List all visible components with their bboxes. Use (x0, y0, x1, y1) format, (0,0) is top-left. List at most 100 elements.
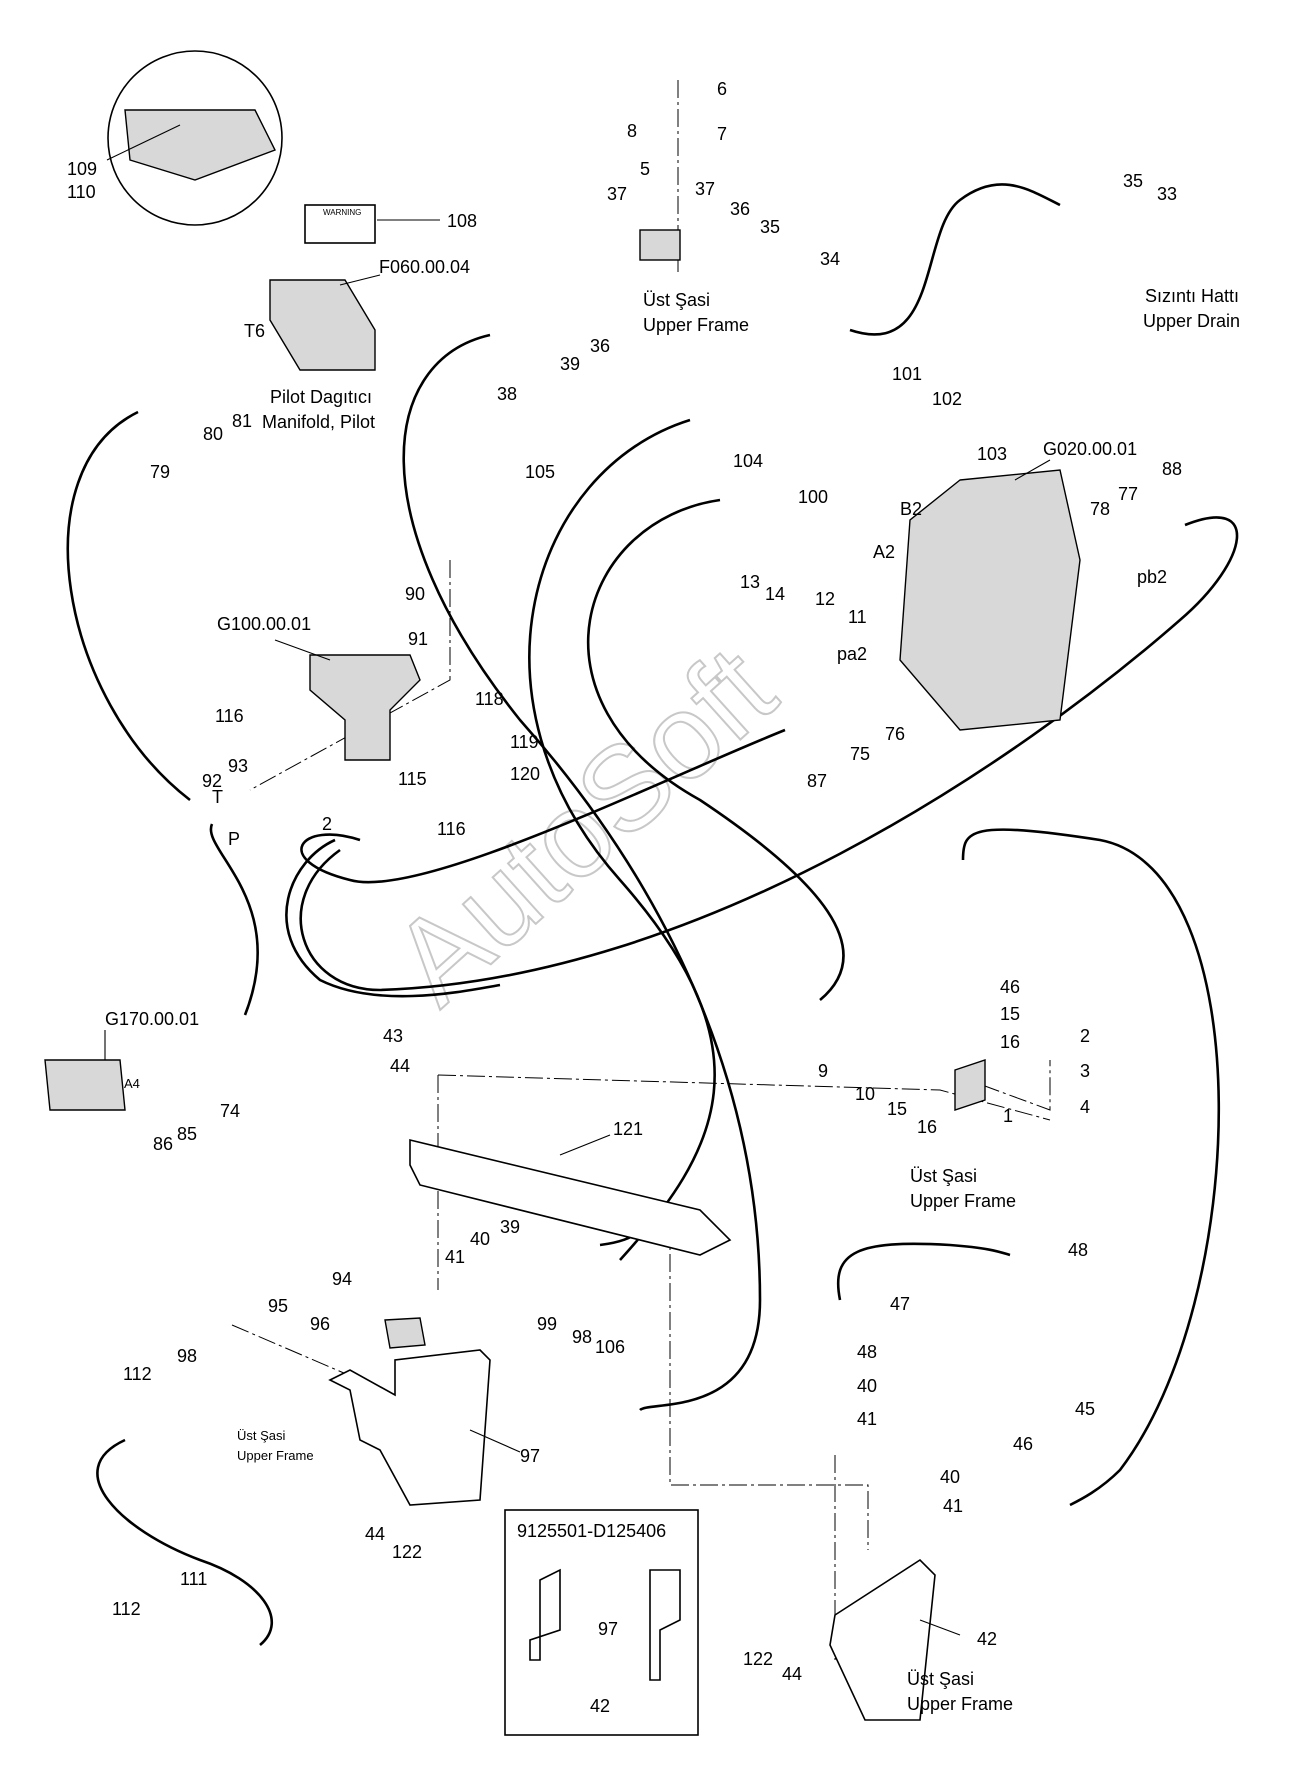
callout-44: 44 (390, 1056, 410, 1076)
callout-37: 37 (607, 184, 627, 204)
hose-2 (285, 838, 501, 998)
callout-103: 103 (977, 444, 1007, 464)
port-pa2: pa2 (837, 644, 867, 664)
callout-97: 97 (520, 1446, 540, 1466)
callout-3: 3 (1080, 1061, 1090, 1081)
bracket-42 (829, 1558, 936, 1721)
variant-bracket-97 (529, 1568, 561, 1661)
callout-91: 91 (408, 629, 428, 649)
callout-110: 110 (67, 182, 96, 202)
callout-108: 108 (447, 211, 477, 231)
callout-80: 80 (203, 424, 223, 444)
callout-36: 36 (730, 199, 750, 219)
cab-console-icon (124, 109, 276, 181)
port-a4: A4 (124, 1076, 140, 1091)
control-valve-code: G020.00.01 (1043, 439, 1137, 459)
callout-13: 13 (740, 572, 760, 592)
callout-10: 10 (855, 1084, 875, 1104)
callout-39: 39 (560, 354, 580, 374)
callout-122b: 122 (743, 1649, 773, 1669)
callout-40c: 40 (940, 1467, 960, 1487)
port-t6: T6 (244, 321, 265, 341)
callout-2: 2 (322, 814, 332, 834)
callout-42: 42 (977, 1629, 997, 1649)
callout-115: 115 (398, 769, 427, 789)
callout-46: 46 (1000, 977, 1020, 997)
callout-37b: 37 (695, 179, 715, 199)
solenoid-block (44, 1059, 126, 1111)
callout-116: 116 (215, 706, 244, 726)
callout-86: 86 (153, 1134, 173, 1154)
callout-79: 79 (150, 462, 170, 482)
block-1 (954, 1059, 986, 1111)
upper-frame-tr-bottom: Üst Şasi (907, 1669, 974, 1689)
drain-en: Upper Drain (1143, 311, 1240, 331)
parts: WARNING (44, 50, 1081, 1736)
pedal-assembly (309, 654, 421, 761)
callout-34: 34 (820, 249, 840, 269)
callout-100: 100 (798, 487, 828, 507)
callout-109: 109 (67, 159, 97, 179)
leader-g100 (274, 639, 331, 661)
callout-47: 47 (890, 1294, 910, 1314)
leader-109 (106, 124, 181, 161)
callout-12: 12 (815, 589, 835, 609)
center-line-1 (954, 1060, 1051, 1111)
callout-94: 94 (332, 1269, 352, 1289)
callout-74: 74 (220, 1101, 240, 1121)
solenoid-code: G170.00.01 (105, 1009, 199, 1029)
callout-102: 102 (932, 389, 962, 409)
callout-119: 119 (510, 732, 539, 752)
callout-106: 106 (595, 1337, 625, 1357)
callout-48: 48 (1068, 1240, 1088, 1260)
callout-122: 122 (392, 1542, 422, 1562)
callout-76: 76 (885, 724, 905, 744)
pilot-manifold-tr: Pilot Dagıtıcı (270, 387, 372, 407)
hose-long-a (587, 498, 845, 1001)
center-line-pedal (249, 560, 451, 791)
hose-79 (66, 410, 191, 802)
upper-frame-en-left: Upper Frame (237, 1448, 314, 1463)
leader-121 (559, 1134, 611, 1156)
callout-38: 38 (497, 384, 517, 404)
callout-121: 121 (613, 1119, 643, 1139)
callout-43: 43 (383, 1026, 403, 1046)
center-line-manifold (437, 1074, 1051, 1121)
pilot-manifold-en: Manifold, Pilot (262, 412, 375, 432)
variant-bracket-42 (649, 1569, 681, 1681)
hose-47 (836, 1242, 1011, 1301)
pilot-manifold-code: F060.00.04 (379, 257, 470, 277)
callout-93: 93 (228, 756, 248, 776)
leader-97 (469, 1429, 521, 1453)
callout-2b: 2 (1080, 1026, 1090, 1046)
pilot-manifold-block (269, 279, 376, 371)
callout-7: 7 (717, 124, 727, 144)
upper-frame-tr-left: Üst Şasi (237, 1428, 286, 1443)
callout-33: 33 (1157, 184, 1177, 204)
hose-111 (96, 1438, 273, 1646)
port-t: T (212, 787, 223, 807)
callout-88: 88 (1162, 459, 1182, 479)
callout-16: 16 (1000, 1032, 1020, 1052)
port-a2: A2 (873, 542, 895, 562)
callout-15: 15 (1000, 1004, 1020, 1024)
callout-98: 98 (177, 1346, 197, 1366)
callout-36b: 36 (590, 336, 610, 356)
callout-46b: 46 (1013, 1434, 1033, 1454)
upper-frame-en-mid: Upper Frame (910, 1191, 1016, 1211)
callout-41b: 41 (857, 1409, 877, 1429)
callout-97b: 97 (598, 1619, 618, 1639)
callout-92: 92 (202, 771, 222, 791)
callout-41c: 41 (943, 1496, 963, 1516)
upper-frame-tr-top: Üst Şasi (643, 290, 710, 310)
bracket-97 (328, 1349, 491, 1506)
callout-48b: 48 (857, 1342, 877, 1362)
callout-90: 90 (405, 584, 425, 604)
callout-81: 81 (232, 411, 252, 431)
callout-44c: 44 (782, 1664, 802, 1684)
callout-75: 75 (850, 744, 870, 764)
callout-9: 9 (818, 1061, 828, 1081)
callout-14: 14 (765, 584, 785, 604)
port-b2: B2 (900, 499, 922, 519)
port-p: P (228, 829, 240, 849)
